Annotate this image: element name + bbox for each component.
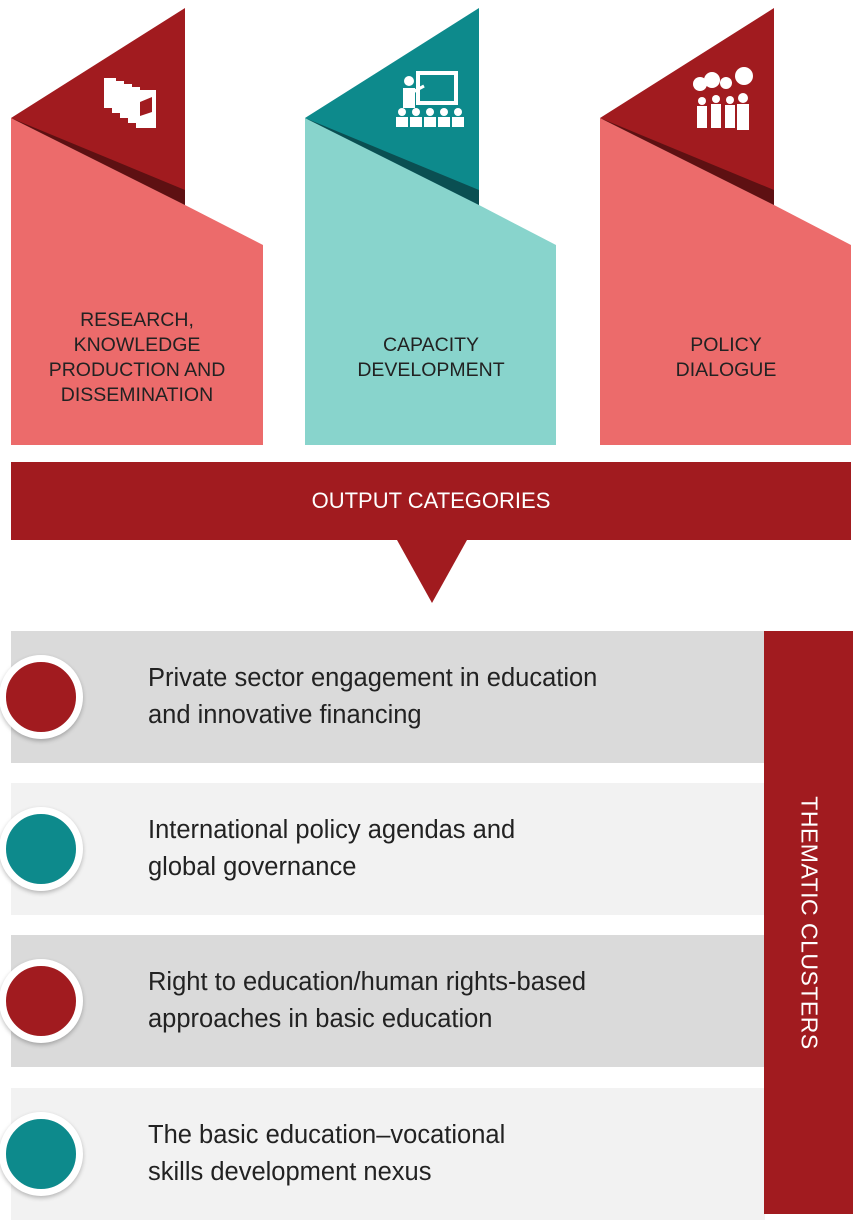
category-label-capacity: CAPACITY DEVELOPMENT	[357, 333, 505, 381]
category-tab-capacity	[305, 8, 479, 205]
down-arrow-pointer	[397, 540, 467, 603]
books-icon	[104, 78, 156, 128]
category-label-research: RESEARCH, KNOWLEDGE PRODUCTION AND DISSE…	[48, 308, 226, 406]
category-column-capacity	[305, 8, 556, 445]
cluster-row-vocational-nexus: The basic education–vocational skills de…	[0, 1088, 765, 1220]
cluster-label: The basic education–vocational skills de…	[148, 1121, 506, 1186]
output-categories-banner	[11, 462, 851, 603]
category-column-policy	[600, 8, 851, 445]
thematic-clusters-bar: THEMATIC CLUSTERS	[764, 631, 853, 1214]
cluster-label: Right to education/human rights-based ap…	[148, 968, 587, 1033]
category-label-policy: POLICY DIALOGUE	[675, 333, 777, 381]
category-tab-research	[11, 8, 185, 205]
cluster-row-private-sector: Private sector engagement in education a…	[0, 631, 765, 763]
cluster-bullet-icon	[0, 655, 83, 739]
category-shape-research	[11, 118, 263, 445]
cluster-bullet-icon	[0, 807, 83, 891]
category-shape-capacity	[305, 118, 556, 445]
category-fold-shadow	[305, 118, 479, 205]
cluster-bullet-icon	[0, 1112, 83, 1196]
category-shape-policy	[600, 118, 851, 445]
presentation-icon	[396, 71, 464, 127]
output-categories-title: OUTPUT CATEGORIES	[311, 488, 551, 513]
category-fold-shadow	[600, 118, 774, 205]
cluster-row-international-policy: International policy agendas and global …	[0, 783, 765, 915]
category-column-research	[11, 8, 263, 445]
cluster-label: International policy agendas and global …	[148, 816, 516, 881]
dialogue-icon	[693, 67, 753, 130]
cluster-bullet-icon	[0, 959, 83, 1043]
thematic-clusters-title: THEMATIC CLUSTERS	[796, 795, 822, 1050]
category-fold-shadow	[11, 118, 185, 205]
cluster-row-right-to-education: Right to education/human rights-based ap…	[0, 935, 765, 1067]
category-tab-policy	[600, 8, 774, 205]
cluster-label: Private sector engagement in education a…	[148, 664, 598, 729]
output-categories-diagram	[11, 8, 851, 603]
